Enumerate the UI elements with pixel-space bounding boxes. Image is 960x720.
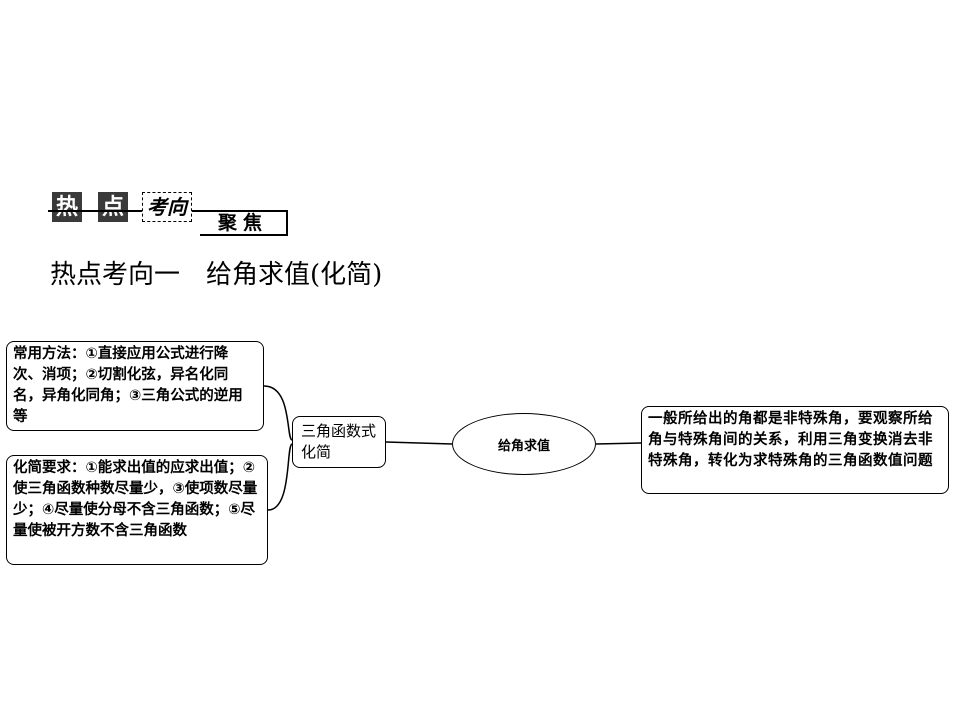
simplify-requirement-box: 化简要求：①能求出值的应求出值；②使三角函数种数尽量少，③使项数尽量少；④尽量使… [6,455,268,565]
section-banner: 热 点 考向 聚焦 [48,188,292,236]
banner-char-dian: 点 [98,192,128,222]
connector-middle-center [385,441,453,445]
connector-bottom-left [267,443,293,511]
method-box: 常用方法：①直接应用公式进行降次、消项；②切割化弦，异名化同名，异角化同角；③三… [6,341,264,431]
page-heading: 热点考向一 给角求值(化简) [50,260,383,290]
connector-center-right [595,442,642,445]
banner-char-re: 热 [52,192,82,222]
center-topic-node: 给角求值 [452,413,596,475]
non-special-angle-box: 一般所给出的角都是非特殊角，要观察所给角与特殊角间的关系，利用三角变换消去非特殊… [641,406,949,494]
trig-simplify-node: 三角函数式化简 [292,416,386,468]
connector-top-left [263,385,293,441]
banner-kaoxiang: 考向 [142,192,192,222]
banner-jujiao: 聚焦 [200,210,288,236]
